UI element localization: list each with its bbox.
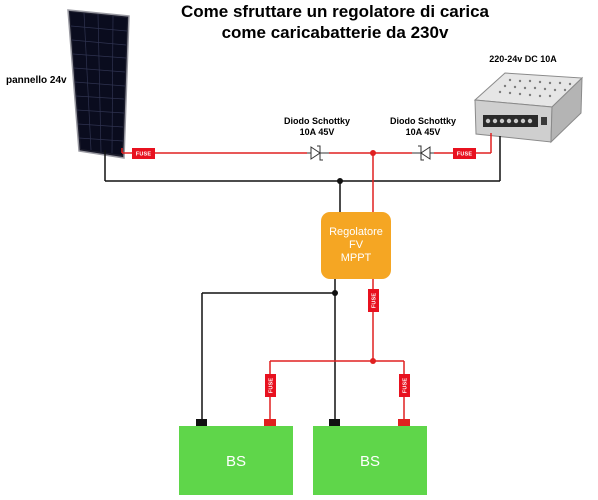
fuse-psu-label: FUSE (457, 152, 473, 158)
positive-junction-bottom (370, 358, 376, 364)
title-line-2: come caricabatterie da 230v (222, 23, 449, 42)
battery-2-positive-terminal (398, 419, 410, 427)
fuse-regulator-output: FUSE (368, 289, 379, 312)
positive-wires (121, 133, 492, 421)
fuse-regulator-label: FUSE (372, 293, 378, 309)
regulator-label-line-2: FV (349, 239, 364, 251)
schottky-diode-1 (307, 145, 329, 161)
battery-2-negative-terminal (329, 419, 340, 427)
positive-junction-top (370, 150, 376, 156)
regulator-label-line-3: MPPT (341, 252, 372, 264)
schottky-diode-2 (412, 145, 434, 161)
diode-2-label-line-2: 10A 45V (406, 127, 441, 137)
panel-label: pannello 24v (6, 75, 67, 86)
battery-1-positive-terminal (264, 419, 276, 427)
battery-1: BS (179, 419, 293, 495)
battery-1-label: BS (226, 453, 246, 470)
diode-1-label-line-2: 10A 45V (300, 127, 335, 137)
negative-junction-top (337, 178, 343, 184)
title-line-1: Come sfruttare un regolatore di carica (181, 2, 490, 21)
battery-2-label: BS (360, 453, 380, 470)
diode-1-label-line-1: Diodo Schottky (284, 116, 350, 126)
diode-2-label-line-1: Diodo Schottky (390, 116, 456, 126)
fuse-battery-1-label: FUSE (269, 378, 275, 394)
mppt-regulator: Regolatore FV MPPT (321, 212, 391, 279)
power-supply (473, 72, 584, 144)
solar-panel (67, 9, 130, 159)
fuse-panel: FUSE (132, 148, 155, 159)
battery-2: BS (313, 419, 427, 495)
fuse-psu: FUSE (453, 148, 476, 159)
psu-label: 220-24v DC 10A (489, 54, 557, 64)
negative-wires (104, 136, 501, 421)
fuse-battery-1: FUSE (265, 374, 276, 397)
regulator-label-line-1: Regolatore (329, 226, 383, 238)
fuse-battery-2-label: FUSE (403, 378, 409, 394)
negative-junction-bottom (332, 290, 338, 296)
fuse-panel-label: FUSE (136, 152, 152, 158)
battery-1-negative-terminal (196, 419, 207, 427)
fuse-battery-2: FUSE (399, 374, 410, 397)
